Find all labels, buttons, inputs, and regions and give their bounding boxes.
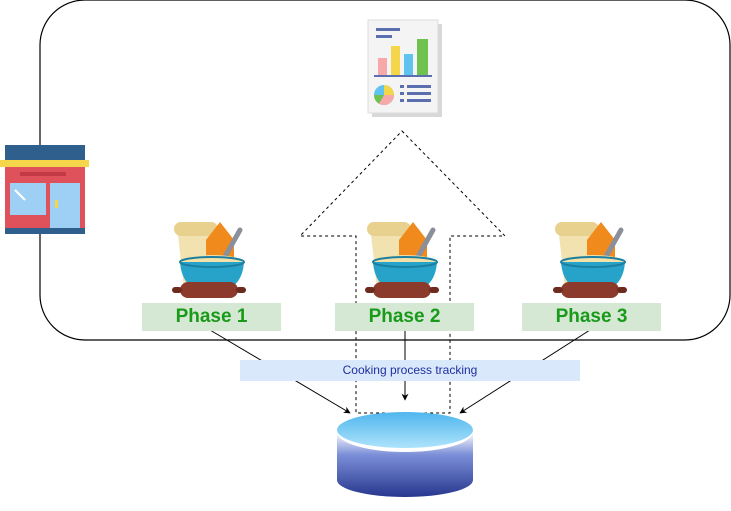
- tracking-label: Cooking process tracking: [240, 360, 580, 381]
- cooking-bowl-icon: [172, 222, 246, 298]
- phase-2-label: Phase 2: [335, 303, 474, 331]
- phase-1-label: Phase 1: [142, 303, 281, 331]
- store-icon: [0, 145, 89, 234]
- cooking-bowl-icon: [553, 222, 627, 298]
- cooking-bowl-icon: [365, 222, 439, 298]
- report-chart-icon: [367, 19, 442, 117]
- database-icon: [337, 412, 473, 497]
- phase-3-label: Phase 3: [522, 303, 661, 331]
